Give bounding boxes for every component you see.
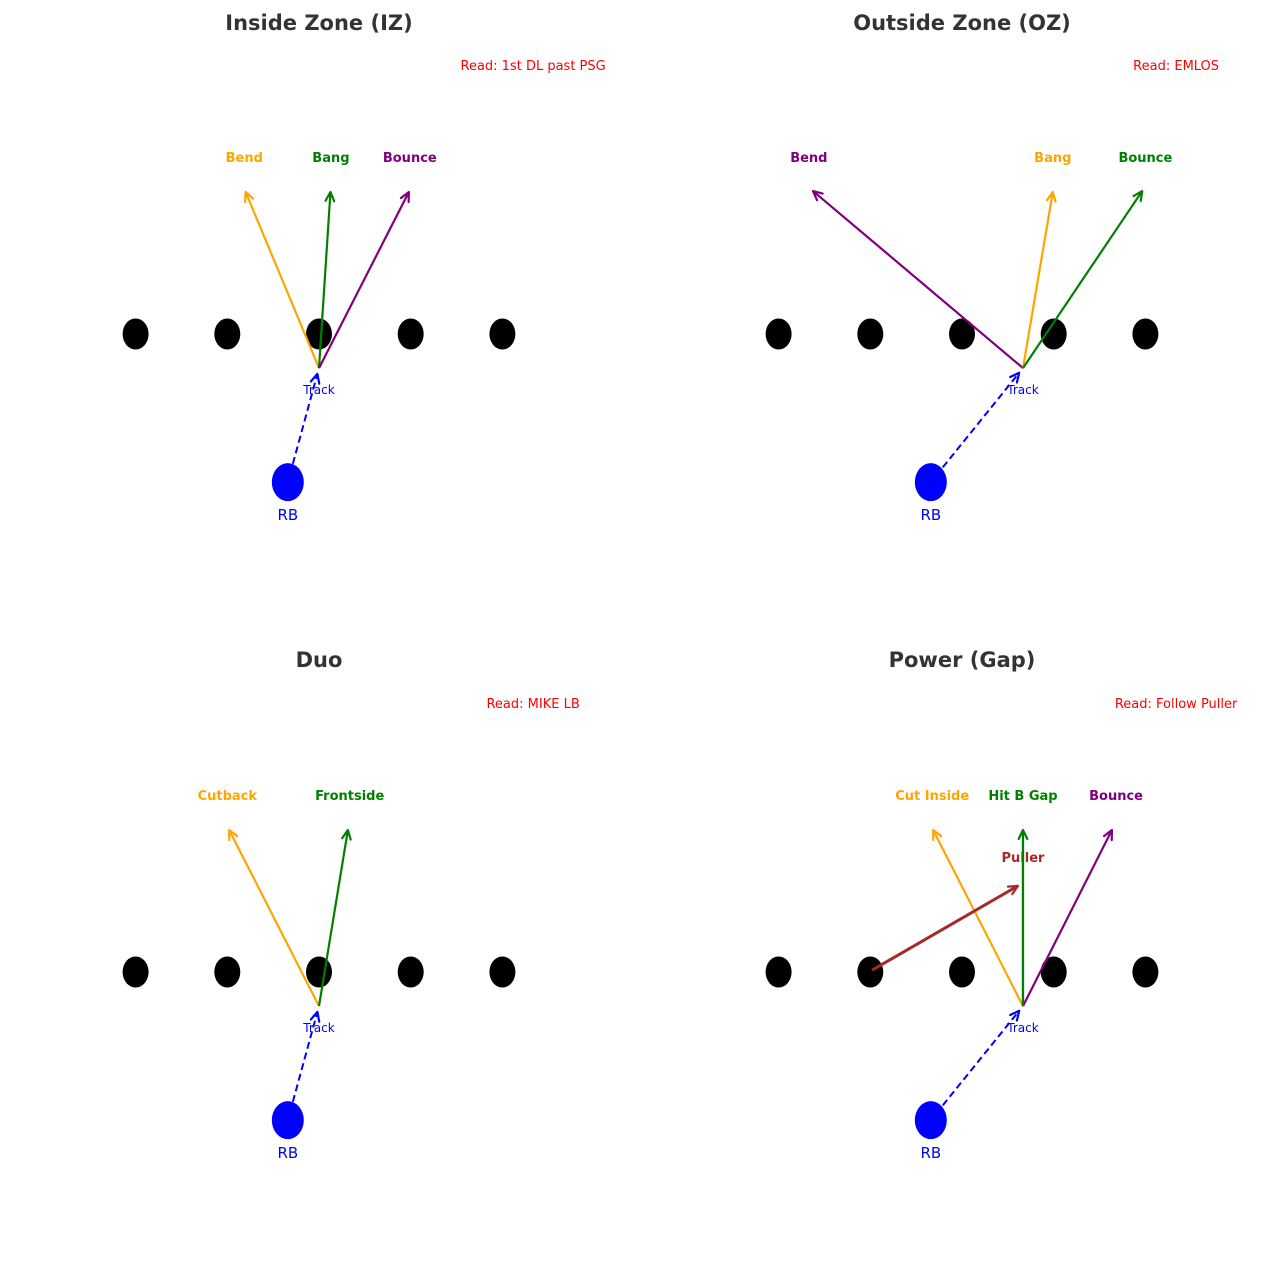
running-back (914, 1101, 947, 1140)
option-path-line (932, 829, 1024, 1007)
option-path-line (244, 191, 321, 369)
option-label: Frontside (315, 789, 384, 804)
option-arrowhead (1045, 190, 1057, 203)
read-label: Read: EMLOS (1133, 59, 1219, 74)
option-label: Bounce (1089, 789, 1143, 804)
offensive-lineman (397, 318, 424, 350)
offensive-lineman (949, 318, 975, 350)
option-arrowhead (932, 828, 943, 842)
read-label: Read: Follow Puller (1115, 697, 1238, 712)
option-path-line (317, 829, 349, 1007)
offensive-lineman (1132, 956, 1159, 988)
track-label: Track (1006, 383, 1038, 397)
rb-track-arrowhead (1009, 371, 1021, 384)
rb-label: RB (277, 1144, 298, 1162)
offensive-lineman (765, 956, 792, 988)
rb-track-path (941, 1010, 1020, 1106)
offensive-lineman (1132, 318, 1159, 350)
option-path-line (1022, 190, 1144, 369)
rb-track-path (291, 373, 319, 465)
option-arrowhead (341, 828, 352, 841)
panel-iz: Inside Zone (IZ) Read: 1st DL past PSG B… (122, 11, 606, 524)
track-label: Track (302, 1021, 334, 1035)
running-back (271, 1101, 304, 1140)
rb-label: RB (277, 506, 298, 524)
read-label: Read: 1st DL past PSG (461, 59, 606, 74)
option-path-line (318, 191, 410, 369)
offensive-lineman (489, 956, 516, 988)
option-arrowhead (324, 190, 336, 203)
offensive-lineman (214, 318, 241, 350)
offensive-lineman (306, 956, 332, 988)
offensive-lineman (857, 318, 884, 350)
option-arrowhead (1102, 828, 1114, 842)
rb-track-arrowhead (1009, 1009, 1021, 1022)
track-label: Track (302, 383, 334, 397)
panel-title: Inside Zone (IZ) (225, 11, 412, 35)
option-arrowhead (811, 189, 824, 202)
track-label: Track (1006, 1021, 1038, 1035)
option-label: Hit B Gap (988, 789, 1057, 804)
offensive-lineman (857, 956, 884, 988)
running-back (914, 463, 947, 502)
option-label: Bang (1034, 151, 1071, 166)
option-arrowhead (244, 190, 255, 204)
offensive-lineman (122, 318, 149, 350)
offensive-lineman (1040, 318, 1067, 350)
rb-label: RB (920, 506, 941, 524)
offensive-lineman (214, 956, 241, 988)
option-arrowhead (1017, 828, 1029, 841)
offensive-lineman (122, 956, 149, 988)
option-path-line (1021, 829, 1113, 1007)
panel-title: Outside Zone (OZ) (853, 11, 1071, 35)
puller-arrowhead (1006, 884, 1020, 896)
puller-path-line (871, 884, 1019, 972)
option-path-line (317, 191, 332, 369)
panel-title: Duo (296, 648, 343, 672)
option-label: Cut Inside (895, 789, 969, 804)
option-label: Bend (790, 151, 827, 166)
option-path-line (1021, 191, 1054, 369)
panel-power: Power (Gap) Read: Follow Puller Cut Insi… (765, 648, 1238, 1162)
option-path-line (228, 829, 320, 1007)
rb-track-arrowhead (309, 1010, 321, 1023)
running-back (271, 463, 304, 502)
rb-label: RB (920, 1144, 941, 1162)
option-label: Bend (226, 151, 263, 166)
offensive-lineman (1040, 956, 1067, 988)
option-arrowhead (228, 828, 239, 842)
option-label: Bounce (383, 151, 437, 166)
option-path-line (812, 190, 1024, 369)
rb-track-path (941, 372, 1020, 468)
rb-track-path (291, 1011, 319, 1103)
read-label: Read: MIKE LB (486, 697, 579, 712)
offensive-lineman (949, 956, 975, 988)
panel-title: Power (Gap) (889, 648, 1036, 672)
panel-oz: Outside Zone (OZ) Read: EMLOS Bend Bang Bo… (765, 11, 1219, 524)
option-arrowhead (1132, 189, 1144, 203)
offensive-lineman (397, 956, 424, 988)
offensive-lineman (765, 318, 792, 350)
rb-track-arrowhead (309, 372, 321, 385)
offensive-lineman (489, 318, 516, 350)
option-arrowhead (399, 190, 410, 204)
offensive-lineman (306, 318, 332, 350)
option-label: Bang (312, 151, 349, 166)
option-label: Cutback (198, 789, 258, 804)
option-label: Bounce (1118, 151, 1172, 166)
